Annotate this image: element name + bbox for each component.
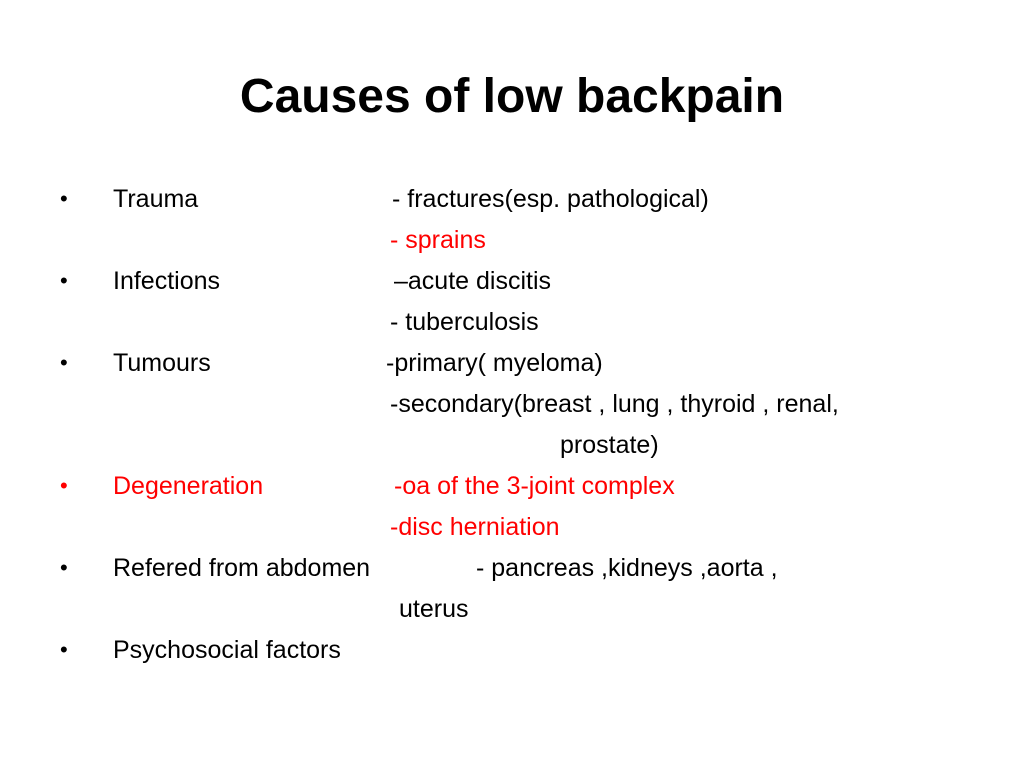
- item-label-trauma: Trauma: [113, 185, 199, 213]
- item-detail-disc-herniation: -disc herniation: [390, 513, 560, 541]
- item-detail-tuberculosis: - tuberculosis: [390, 308, 539, 336]
- item-detail-pancreas: - pancreas ,kidneys ,aorta ,: [476, 554, 778, 582]
- bullet-icon: •: [60, 473, 68, 498]
- bullet-icon: •: [60, 555, 68, 580]
- slide-title: Causes of low backpain: [239, 70, 785, 123]
- item-detail-oa: -oa of the 3-joint complex: [394, 472, 675, 500]
- item-detail-secondary: -secondary(breast , lung , thyroid , ren…: [390, 390, 839, 418]
- item-label-refered: Refered from abdomen: [113, 554, 371, 582]
- item-detail-fractures: - fractures(esp. pathological): [392, 185, 709, 213]
- item-detail-sprains: - sprains: [390, 226, 486, 254]
- item-label-infections: Infections: [113, 267, 221, 295]
- bullet-icon: •: [60, 350, 68, 375]
- item-label-degeneration: Degeneration: [113, 472, 264, 500]
- bullet-icon: •: [60, 637, 68, 662]
- item-detail-acute-discitis: –acute discitis: [394, 267, 552, 295]
- item-detail-uterus: uterus: [399, 595, 469, 623]
- item-detail-primary: -primary( myeloma): [386, 349, 603, 377]
- item-detail-prostate: prostate): [560, 431, 659, 459]
- item-label-tumours: Tumours: [113, 349, 211, 377]
- bullet-icon: •: [60, 268, 68, 293]
- bullet-icon: •: [60, 186, 68, 211]
- item-label-psychosocial: Psychosocial factors: [113, 636, 341, 664]
